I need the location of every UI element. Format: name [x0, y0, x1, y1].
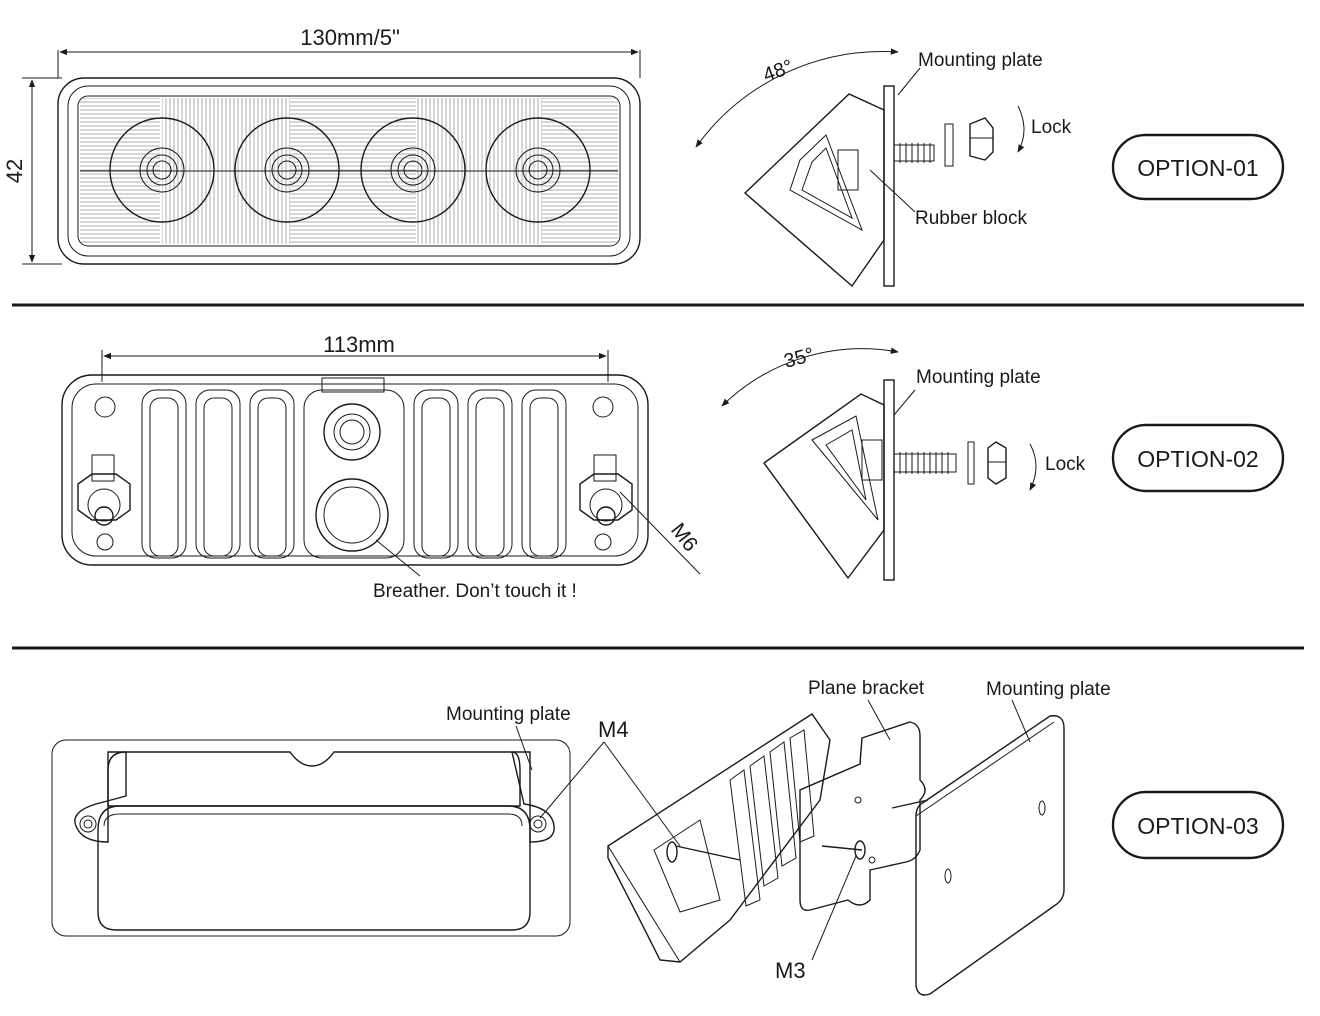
led-reflector-2: [234, 117, 340, 223]
option2-angle-label: 35°: [782, 344, 817, 373]
option3-mounting-plate-left-label: Mounting plate: [446, 704, 571, 725]
option1-mounting-plate-label: Mounting plate: [918, 50, 1043, 71]
option3-exploded-view: [603, 699, 1065, 996]
option2-width-dimension: 113mm: [323, 332, 395, 357]
option3-front-view: [51, 725, 605, 937]
option3-mounting-plate-right-label: Mounting plate: [986, 679, 1111, 700]
option1-badge: [1111, 133, 1285, 201]
breather-vent: [315, 478, 389, 552]
led-reflector-4: [485, 117, 591, 223]
option1-badge-label: OPTION-01: [1137, 155, 1258, 181]
option1-angle-label: 48°: [760, 56, 796, 87]
option1-lock-label: Lock: [1031, 117, 1072, 138]
led-reflector-1: [109, 117, 215, 223]
option1-width-dimension: 130mm/5": [300, 25, 400, 50]
option1-front-view: [22, 48, 641, 265]
option3-m3-label: M3: [775, 958, 806, 983]
option2-lock-label: Lock: [1045, 454, 1086, 475]
option2-mounting-plate-label: Mounting plate: [916, 367, 1041, 388]
option2-breather-label: Breather. Don’t touch it !: [373, 581, 577, 602]
option2-badge-label: OPTION-02: [1137, 446, 1258, 472]
option1-rubber-block-label: Rubber block: [915, 208, 1027, 229]
m6-stud-left: [77, 454, 131, 526]
option3-m4-label: M4: [598, 717, 629, 742]
m6-stud-right: [579, 454, 633, 526]
option2-badge: [1111, 423, 1285, 493]
option1-side-view: [695, 48, 1025, 288]
option2-bolt-label: M6: [666, 519, 702, 556]
option1-height-dimension: 42: [2, 159, 27, 183]
option3-badge: [1111, 790, 1285, 860]
led-reflector-3: [360, 117, 466, 223]
option2-side-view: [721, 347, 1037, 581]
option3-badge-label: OPTION-03: [1137, 813, 1258, 839]
option2-back-view: [61, 350, 701, 577]
option3-plane-bracket-label: Plane bracket: [808, 678, 925, 699]
